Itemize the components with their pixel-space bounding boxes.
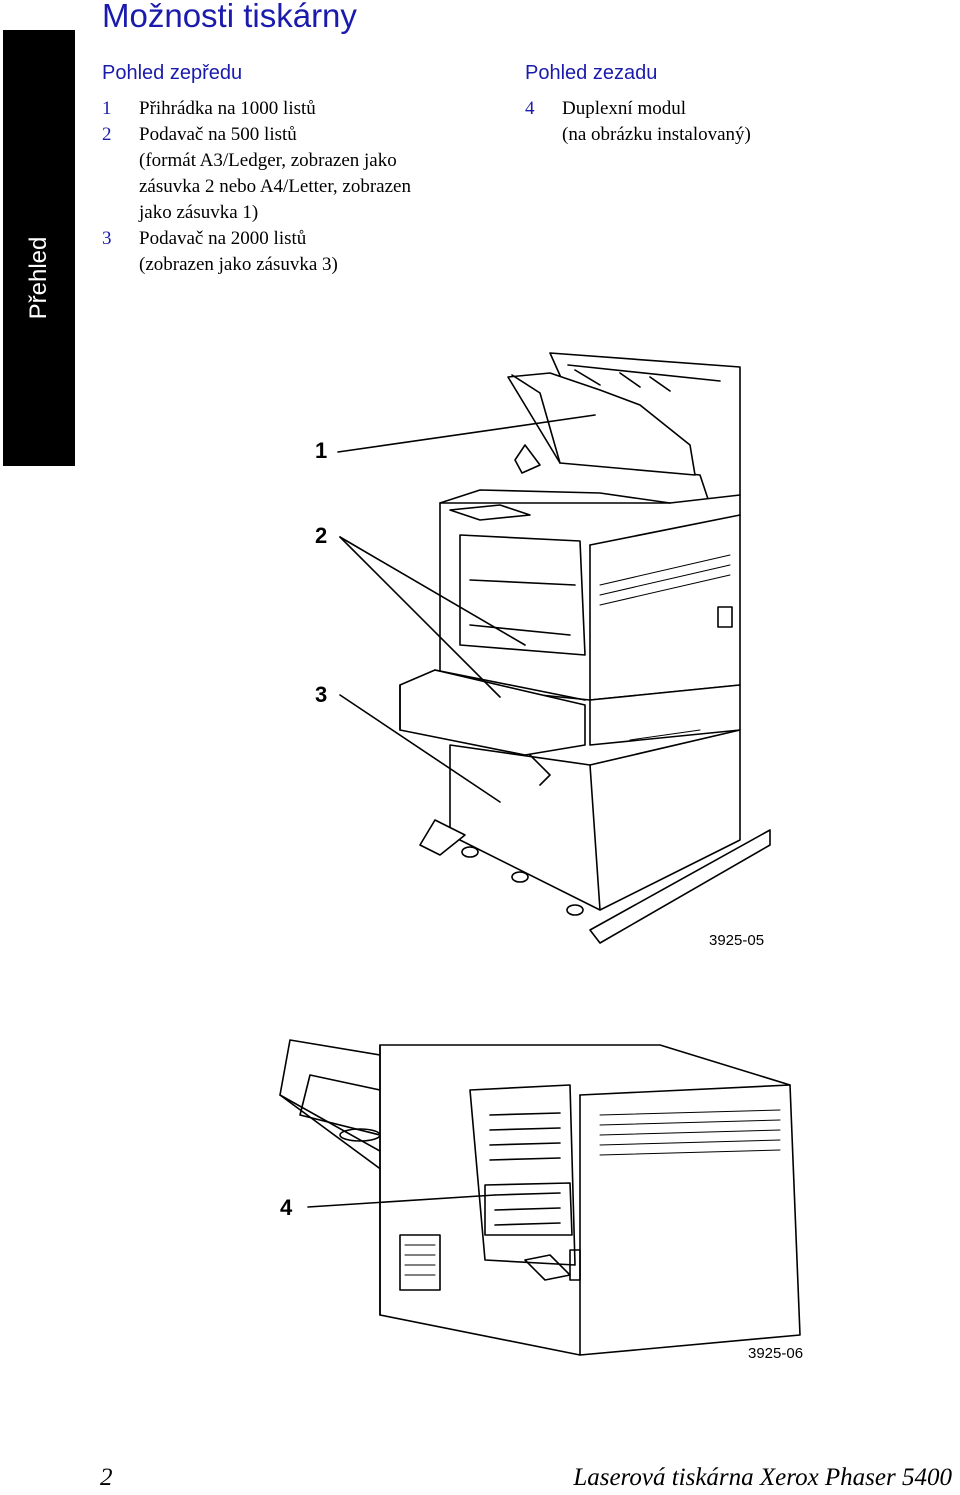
side-section-tab: Přehled xyxy=(3,30,75,466)
item-text: Podavač na 2000 listů (zobrazen jako zás… xyxy=(139,228,338,275)
list-item: 2 Podavač na 500 listů (formát A3/Ledger… xyxy=(102,122,512,226)
printer-rear-drawing xyxy=(279,1039,801,1356)
item-number: 3 xyxy=(102,228,112,249)
item-number: 4 xyxy=(525,98,535,119)
item-text: Přihrádka na 1000 listů xyxy=(139,98,316,119)
rear-view-heading: Pohled zezadu xyxy=(525,62,658,84)
printer-front-drawing xyxy=(337,352,771,944)
front-view-heading: Pohled zepředu xyxy=(102,62,243,84)
item-number: 1 xyxy=(102,98,112,119)
front-view-section: Pohled zepředu 1 Přihrádka na 1000 listů… xyxy=(102,60,512,278)
list-item: 1 Přihrádka na 1000 listů xyxy=(102,96,512,122)
list-item: 4 Duplexní modul (na obrázku instalovaný… xyxy=(525,96,955,148)
callout-3: 3 xyxy=(315,682,328,707)
figure-code: 3925-05 xyxy=(709,932,765,949)
callout-4: 4 xyxy=(280,1195,293,1220)
printer-front-illustration: 1 2 3 3925-05 xyxy=(300,345,780,949)
figure-code: 3925-06 xyxy=(748,1345,804,1362)
item-text: Duplexní modul (na obrázku instalovaný) xyxy=(562,98,751,145)
item-text: Podavač na 500 listů (formát A3/Ledger, … xyxy=(139,124,411,223)
printer-rear-illustration: 4 3925-06 xyxy=(270,1035,810,1365)
list-item: 3 Podavač na 2000 listů (zobrazen jako z… xyxy=(102,226,512,278)
side-tab-label: Přehled xyxy=(25,236,52,320)
rear-view-section: Pohled zezadu 4 Duplexní modul (na obráz… xyxy=(525,60,955,148)
footer-doc-title: Laserová tiskárna Xerox Phaser 5400 xyxy=(573,1464,952,1491)
footer-page-number: 2 xyxy=(100,1464,113,1491)
callout-2: 2 xyxy=(315,523,328,548)
item-number: 2 xyxy=(102,124,112,145)
page-title: Možnosti tiskárny xyxy=(102,0,357,34)
callout-1: 1 xyxy=(315,438,328,463)
